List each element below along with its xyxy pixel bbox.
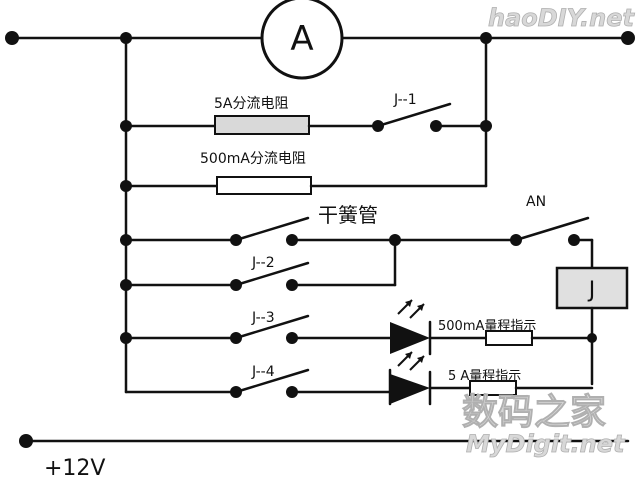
- bottom-rail: +12V: [19, 434, 630, 480]
- watermark-cn-text: 数码之家: [462, 392, 606, 433]
- j3-label: J--3: [251, 310, 275, 326]
- shunt-500ma-label: 500mA分流电阻: [200, 151, 306, 167]
- shunt-5a-resistor: [214, 115, 310, 135]
- watermark-en-text: MyDigit.net: [466, 430, 626, 458]
- reed-switch-label: 干簧管: [318, 203, 378, 227]
- supply-label: +12V: [44, 456, 105, 480]
- ammeter: A: [260, 0, 344, 80]
- relay-coil: J: [555, 266, 629, 386]
- ammeter-label: A: [290, 19, 313, 59]
- led-500ma: [390, 299, 432, 356]
- j2-label: J--2: [251, 255, 275, 271]
- row-j2: J--2: [120, 238, 397, 291]
- ind-5a-label: 5 A量程指示: [448, 369, 521, 384]
- watermark-top-text: haoDIY.net: [488, 4, 636, 32]
- row-j3: J--3 500mA量程指示: [120, 299, 594, 356]
- row-5a-shunt: 5A分流电阻 J--1: [120, 92, 492, 135]
- j1-label: J--1: [393, 92, 417, 108]
- relay-label: J: [587, 278, 596, 303]
- ind-500ma-label: 500mA量程指示: [438, 319, 536, 334]
- shunt-500ma-resistor: [216, 176, 312, 195]
- watermark-haodiy: haoDIY.net: [488, 4, 636, 33]
- j4-label: J--4: [251, 364, 275, 380]
- row-j4: J--4 5 A量程指示: [124, 351, 594, 406]
- an-label: AN: [526, 194, 546, 210]
- led-5a: [390, 351, 432, 406]
- row-500ma-shunt: 500mA分流电阻: [120, 151, 488, 195]
- watermark-mydigit: 数码之家 MyDigit.net: [462, 392, 627, 459]
- shunt-5a-label: 5A分流电阻: [214, 96, 288, 112]
- row-reed-an: 干簧管 AN: [120, 194, 594, 270]
